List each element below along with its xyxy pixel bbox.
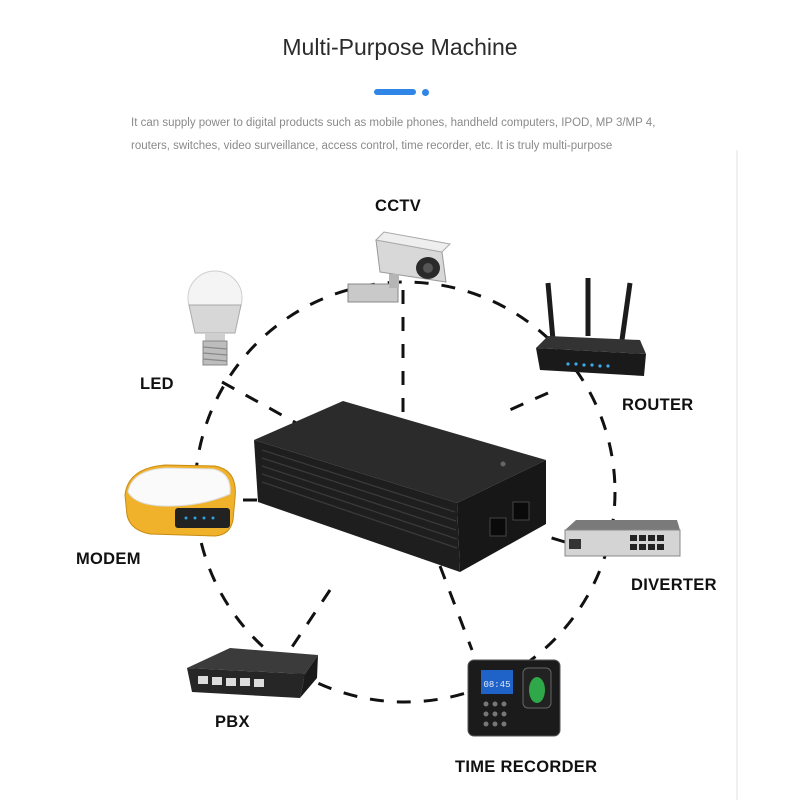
divider <box>736 150 738 800</box>
connector-time-recorder <box>438 565 474 651</box>
connector-diverter <box>544 534 566 544</box>
connector-pbx <box>288 589 332 651</box>
description-line-2: routers, switches, video surveillance, a… <box>131 140 613 152</box>
modem-icon <box>124 464 236 537</box>
connector-lines <box>221 290 566 651</box>
pbx-icon <box>187 648 318 698</box>
page-title: Multi-Purpose Machine <box>282 34 518 60</box>
accent-bar <box>374 89 416 95</box>
label-diverter: DIVERTER <box>631 576 717 594</box>
time-display: 08:45 <box>483 680 510 690</box>
label-cctv: CCTV <box>375 197 422 215</box>
led-bulb-icon <box>187 270 243 366</box>
connector-router <box>504 391 549 414</box>
connector-led <box>221 380 299 426</box>
accent-dot <box>422 89 429 96</box>
diverter-icon <box>564 520 681 557</box>
router-icon <box>536 278 646 376</box>
label-modem: MODEM <box>76 550 141 568</box>
time-recorder-icon: 08:45 <box>467 659 561 737</box>
power-supply-box <box>254 401 546 572</box>
label-time-recorder: TIME RECORDER <box>455 758 598 776</box>
description-line-1: It can supply power to digital products … <box>131 117 656 129</box>
label-router: ROUTER <box>622 396 694 414</box>
cctv-icon <box>347 231 452 303</box>
label-led: LED <box>140 375 174 393</box>
label-pbx: PBX <box>215 713 250 731</box>
